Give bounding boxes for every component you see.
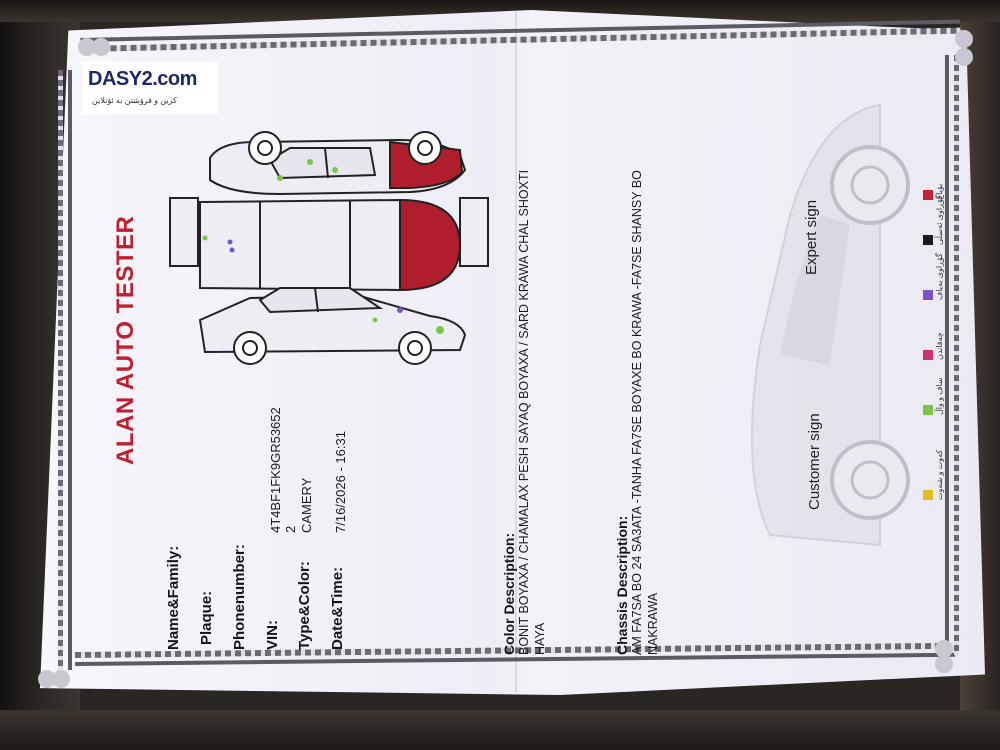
color-description-line2: HAYA xyxy=(533,622,547,655)
field-label-date-time: Date&Time: xyxy=(329,566,346,650)
legend-swatch xyxy=(923,490,933,500)
dasy2-logo: DASY2.com کرین و فرۆشتن بە ئۆنلاین xyxy=(82,62,218,114)
legend-swatch xyxy=(923,190,933,200)
border-band-right xyxy=(945,55,975,655)
color-description-line1: BONIT BOYAXA / CHAMALAX PESH SAYAQ BOYAX… xyxy=(517,169,531,655)
corner-dot xyxy=(52,670,70,688)
legend-label: چەقاندن xyxy=(935,332,944,360)
border-band-left xyxy=(58,70,88,670)
legend-swatch xyxy=(923,235,933,245)
corner-dot xyxy=(92,38,110,56)
logo-brand: DASY2.com xyxy=(88,68,197,90)
car-background-illustration xyxy=(751,103,910,547)
car-damage-diagram xyxy=(169,131,489,365)
field-label-name: Name&Family: xyxy=(165,545,182,650)
car-interior-top xyxy=(0,0,1000,22)
expert-sign-label: Expert sign xyxy=(803,199,820,275)
customer-sign-label: Customer sign xyxy=(806,413,823,510)
field-label-phone: Phonenumber: xyxy=(231,544,248,650)
field-value-vin: 4T4BF1FK9GR53652 xyxy=(268,407,283,533)
corner-dot xyxy=(38,670,56,688)
car-top-view xyxy=(169,197,489,292)
logo-subtitle: کرین و فرۆشتن بە ئۆنلاین xyxy=(92,96,177,105)
corner-dot xyxy=(955,48,973,66)
field-label-type-color: Type&Color: xyxy=(296,561,313,650)
corner-dot xyxy=(935,640,953,658)
damage-marks xyxy=(202,159,444,334)
field-value-vin-extra: 2 xyxy=(283,525,298,533)
corner-dot xyxy=(78,38,96,56)
field-value-type-color: CAMERY xyxy=(299,477,314,533)
corner-dot xyxy=(955,30,973,48)
chassis-description-heading: Chassis Description: xyxy=(614,515,630,655)
car-interior-bottom xyxy=(0,710,1000,750)
paper-fold-line xyxy=(515,12,517,692)
field-label-vin: VIN: xyxy=(264,620,281,650)
field-label-plaque: Plaque: xyxy=(198,590,215,645)
legend-swatch xyxy=(923,290,933,300)
chassis-description-line2: NAKRAWA xyxy=(646,592,660,655)
car-side-view-top xyxy=(209,131,467,196)
legend-label: گۆڕاوی بەیاف xyxy=(935,253,944,300)
legend-label: ساف و واڵ xyxy=(935,377,944,415)
sheet-title: ALAN AUTO TESTER xyxy=(112,215,139,465)
legend-swatch xyxy=(923,350,933,360)
legend-swatch xyxy=(923,405,933,415)
legend-label: کەوت و شەوت xyxy=(935,449,944,500)
legend-label: گۆڕاوی ئەسڵی xyxy=(935,195,944,245)
field-value-date-time: 7/16/2026 - 16:31 xyxy=(333,431,348,533)
color-description-heading: Color Description: xyxy=(501,532,517,655)
car-side-view-bottom xyxy=(198,287,467,365)
chassis-description-line1: AM FA7SA BO 24 SA3ATA -TANHA FA7SE BOYAX… xyxy=(630,170,644,655)
corner-dot xyxy=(935,655,953,673)
